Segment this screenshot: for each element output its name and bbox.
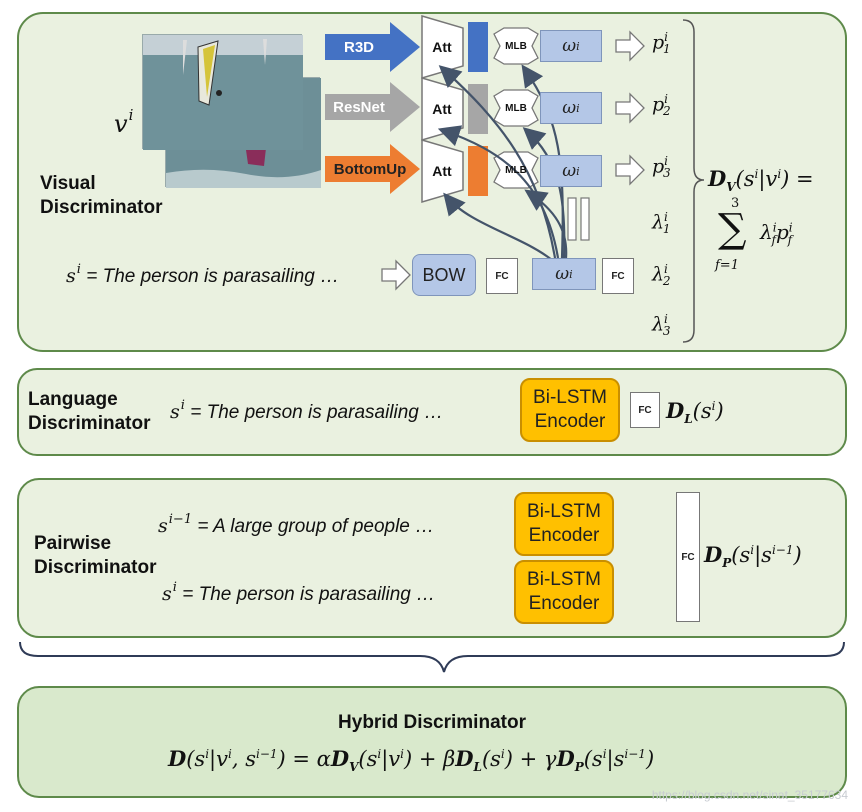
pairwise-discriminator-panel [17, 478, 847, 638]
arrow-to-p1 [615, 30, 645, 62]
equals-bar-left [567, 197, 577, 241]
lambda3-label: λi3 [652, 312, 671, 339]
visual-fc-box-1: FC [486, 258, 518, 294]
curve-omega-to-att3 [443, 192, 553, 261]
equals-bar-right [580, 197, 590, 241]
mlb-label-2: MLB [505, 102, 527, 114]
bow-box: BOW [412, 254, 476, 296]
language-encoder: Bi-LSTM Encoder [520, 378, 620, 442]
arrow-to-p2 [615, 92, 645, 124]
att-label-2: Att [432, 101, 452, 117]
language-discriminator-panel [17, 368, 847, 456]
r3d-label: R3D [343, 38, 374, 56]
pairwise-fc-box: FC [676, 492, 700, 622]
language-sentence: si = The person is parasailing … [170, 398, 444, 423]
bottomup-arrow [325, 144, 420, 194]
bottom-brace [19, 641, 845, 673]
mlb-label-3: MLB [505, 164, 527, 176]
parasailer-image-front [143, 35, 303, 150]
video-frame-front [142, 34, 303, 150]
mlb-label-1: MLB [505, 40, 527, 52]
feature-bar-orange [468, 146, 488, 196]
att-label-3: Att [432, 163, 452, 179]
p3-label: pi3 [652, 154, 671, 181]
feature-bar-gray [468, 84, 488, 134]
dp-output: DP(si|si−1) [704, 542, 802, 571]
dl-output: DL(si) [666, 398, 724, 427]
p2-label: pi2 [652, 92, 671, 119]
att-block-3 [421, 138, 464, 204]
visual-discriminator-label: Visual Discriminator [40, 173, 163, 218]
right-brace [682, 19, 705, 343]
bottomup-label: BottomUp [333, 160, 407, 178]
hybrid-formula: D(si|vi, si−1) = αDV(si|vi) + βDL(si) + … [168, 746, 655, 775]
pairwise-sentence-prev: si−1 = A large group of people … [158, 512, 435, 537]
pairwise-sentence-curr: si = The person is parasailing … [162, 580, 436, 605]
sum-bottom: f=1 [715, 258, 739, 273]
lambda2-label: λi2 [652, 262, 671, 289]
curve-omega-to-att1 [438, 65, 557, 259]
feature-bar-blue [468, 22, 488, 72]
language-fc-box: FC [630, 392, 660, 428]
pairwise-encoder-prev: Bi-LSTM Encoder [514, 492, 614, 556]
pairwise-encoder-curr: Bi-LSTM Encoder [514, 560, 614, 624]
resnet-label: ResNet [333, 98, 385, 116]
curve-omega-to-att2 [437, 125, 560, 259]
dv-formula: DV(si|vi) = [708, 166, 814, 195]
sum-symbol: ∑ [718, 206, 747, 252]
att-block-1 [421, 14, 464, 80]
hybrid-discriminator-panel [17, 686, 847, 798]
watermark: https://blog.csdn.net/sinat_35177634 [651, 788, 848, 802]
hybrid-discriminator-title: Hybrid Discriminator [338, 712, 526, 733]
sum-term: λifpif [760, 220, 793, 247]
pairwise-discriminator-label: Pairwise Discriminator [34, 533, 157, 578]
resnet-arrow [325, 82, 420, 132]
visual-fc-box-2: FC [602, 258, 634, 294]
video-variable: vi [114, 106, 134, 138]
mlb-block-2 [493, 89, 539, 127]
curve-omega-to-mlb1 [521, 64, 564, 259]
mlb-block-1 [493, 27, 539, 65]
r3d-arrow [325, 22, 420, 72]
sum-top: 3 [731, 196, 740, 211]
arrow-to-p3 [615, 154, 645, 186]
arrow-to-bow [381, 259, 411, 291]
p1-label: pi1 [652, 30, 671, 57]
curve-omega-to-mlb3 [524, 189, 568, 259]
language-discriminator-label: Language Discriminator [28, 389, 151, 434]
att-label-1: Att [432, 39, 452, 55]
lambda1-label: λi1 [652, 210, 671, 237]
visual-sentence: si = The person is parasailing … [66, 262, 340, 287]
